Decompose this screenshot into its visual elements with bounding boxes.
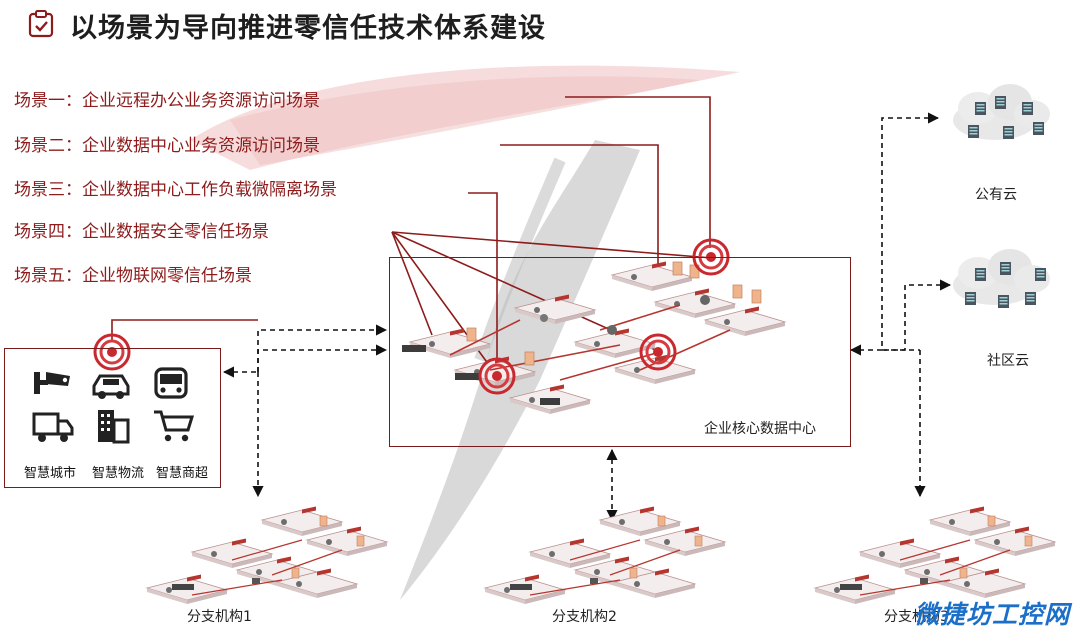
branch-network-3 (815, 507, 1055, 604)
branch-network-2 (485, 507, 725, 604)
branch-label-3: 分支机构3 (884, 609, 949, 625)
scenario-4: 场景四：企业数据安全零信任场景 (14, 222, 269, 242)
cart-icon (154, 410, 194, 442)
scenario-5: 场景五：企业物联网零信任场景 (14, 266, 252, 286)
branch-label-2: 分支机构2 (552, 609, 617, 625)
scenario-1: 场景一：企业远程办公业务资源访问场景 (14, 91, 320, 111)
car-icon (92, 374, 130, 399)
branch-network-1 (147, 507, 387, 604)
public-cloud (953, 84, 1050, 140)
bus-icon (154, 367, 188, 399)
scenario-2: 场景二：企业数据中心业务资源访问场景 (14, 136, 320, 156)
brush-stroke-decoration (190, 65, 740, 600)
scenario-3: 场景三：企业数据中心工作负载微隔离场景 (14, 180, 337, 200)
clipboard-check-icon (28, 10, 54, 38)
iot-label-smart-retail: 智慧商超 (156, 466, 209, 481)
core-dc-box (389, 257, 851, 447)
truck-icon (32, 412, 74, 442)
community-cloud (953, 249, 1050, 308)
community-cloud-label: 社区云 (987, 353, 1029, 369)
page-title: 以场景为导向推进零信任技术体系建设 (70, 13, 546, 44)
scenario-leader-lines (111, 96, 713, 377)
iot-box (4, 348, 221, 488)
iot-label-smart-logistics: 智慧物流 (92, 466, 145, 481)
dashed-connectors (222, 112, 952, 522)
iot-label-smart-city: 智慧城市 (24, 466, 77, 481)
core-dc-label: 企业核心数据中心 (704, 421, 816, 437)
building-icon (98, 410, 130, 444)
camera-icon (34, 372, 70, 394)
public-cloud-label: 公有云 (975, 187, 1017, 203)
branch-label-1: 分支机构1 (187, 609, 252, 625)
watermark: 微捷坊工控网 (913, 600, 1070, 629)
